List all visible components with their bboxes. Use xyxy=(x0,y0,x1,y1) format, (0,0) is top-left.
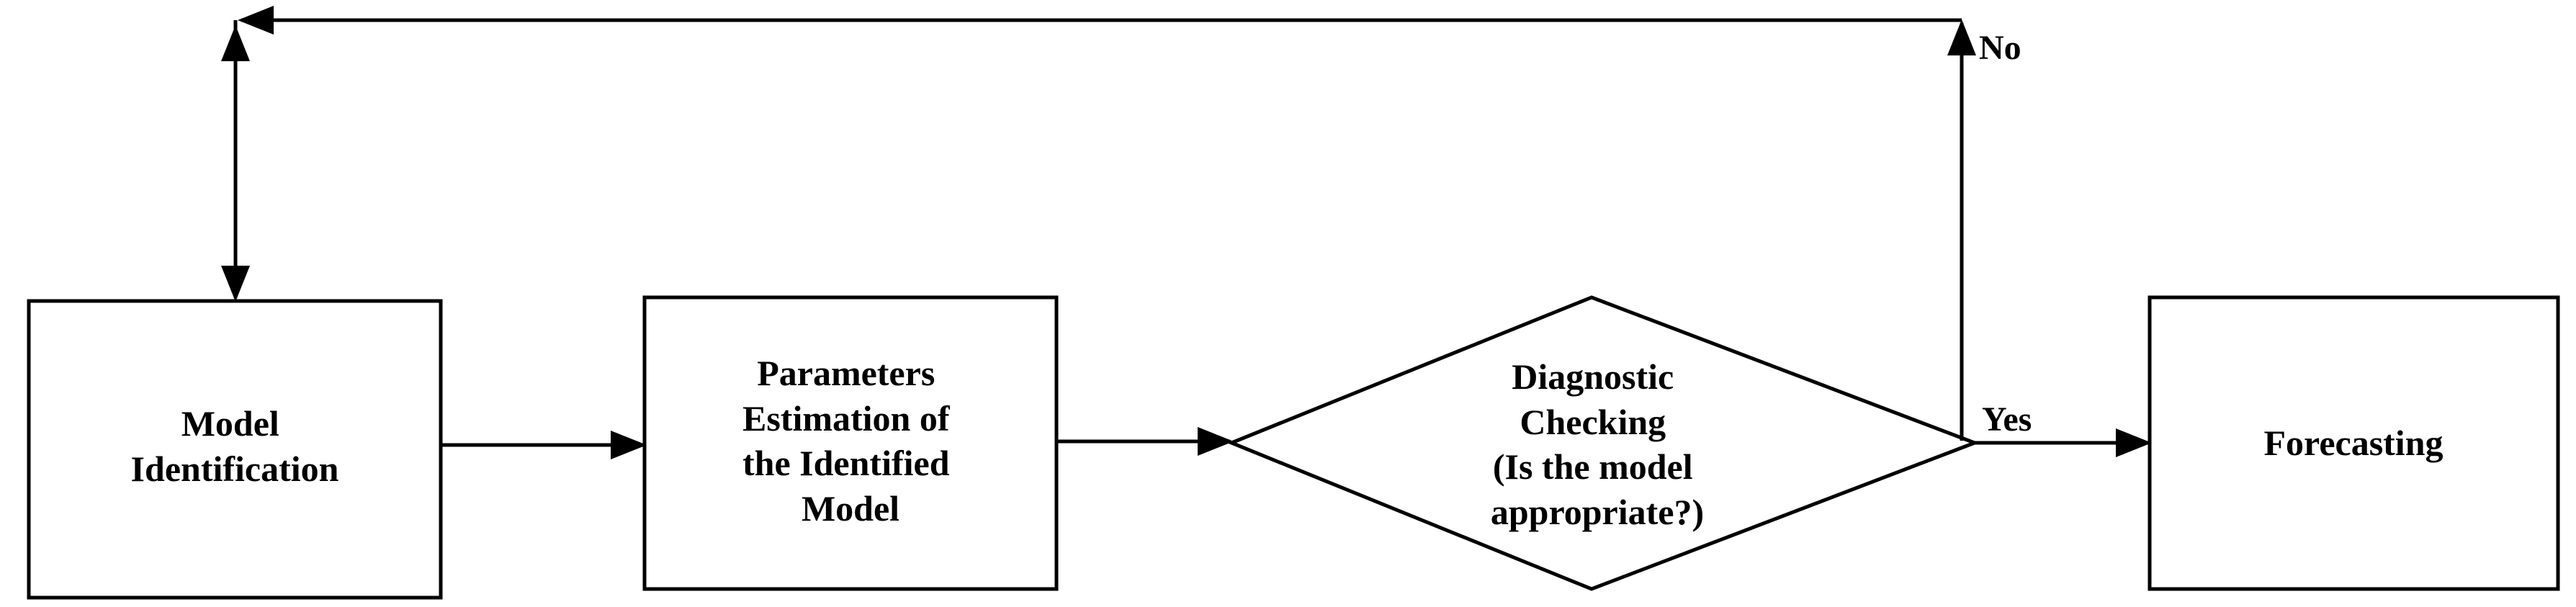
parameters-estimation-line-3: the Identified xyxy=(742,443,950,483)
parameters-estimation-line-1: Parameters xyxy=(757,353,935,393)
diagnostic-checking-diamond xyxy=(1226,295,1980,591)
forecasting-line-1: Forecasting xyxy=(2263,423,2443,463)
diagnostic-checking-line-1: Diagnostic xyxy=(1512,356,1674,397)
diagnostic-checking-label: Diagnostic Checking (Is the model approp… xyxy=(1491,356,1704,532)
yes-label: Yes xyxy=(1982,400,2032,439)
parameters-estimation-line-2: Estimation of xyxy=(742,398,951,439)
model-identification-box xyxy=(27,299,443,600)
model-identification-label: Model Identification xyxy=(131,403,339,489)
no-label: No xyxy=(1979,29,2021,67)
forecasting-label: Forecasting xyxy=(2263,423,2443,463)
diagnostic-checking-line-3: (Is the model xyxy=(1493,446,1693,487)
model-identification-line-2: Identification xyxy=(131,449,339,489)
node-diagnostic-checking: Diagnostic Checking (Is the model approp… xyxy=(1226,295,1980,591)
node-forecasting: Forecasting xyxy=(2148,295,2560,591)
diagnostic-checking-line-2: Checking xyxy=(1520,402,1666,442)
node-parameters-estimation: Parameters Estimation of the Identified … xyxy=(642,295,1059,591)
parameters-estimation-line-4: Model xyxy=(802,488,899,529)
node-model-identification: Model Identification xyxy=(27,299,443,600)
diagnostic-checking-line-4: appropriate?) xyxy=(1491,492,1704,532)
forecasting-box xyxy=(2148,295,2560,591)
model-identification-line-1: Model xyxy=(181,403,279,444)
parameters-estimation-label: Parameters Estimation of the Identified … xyxy=(742,353,959,529)
